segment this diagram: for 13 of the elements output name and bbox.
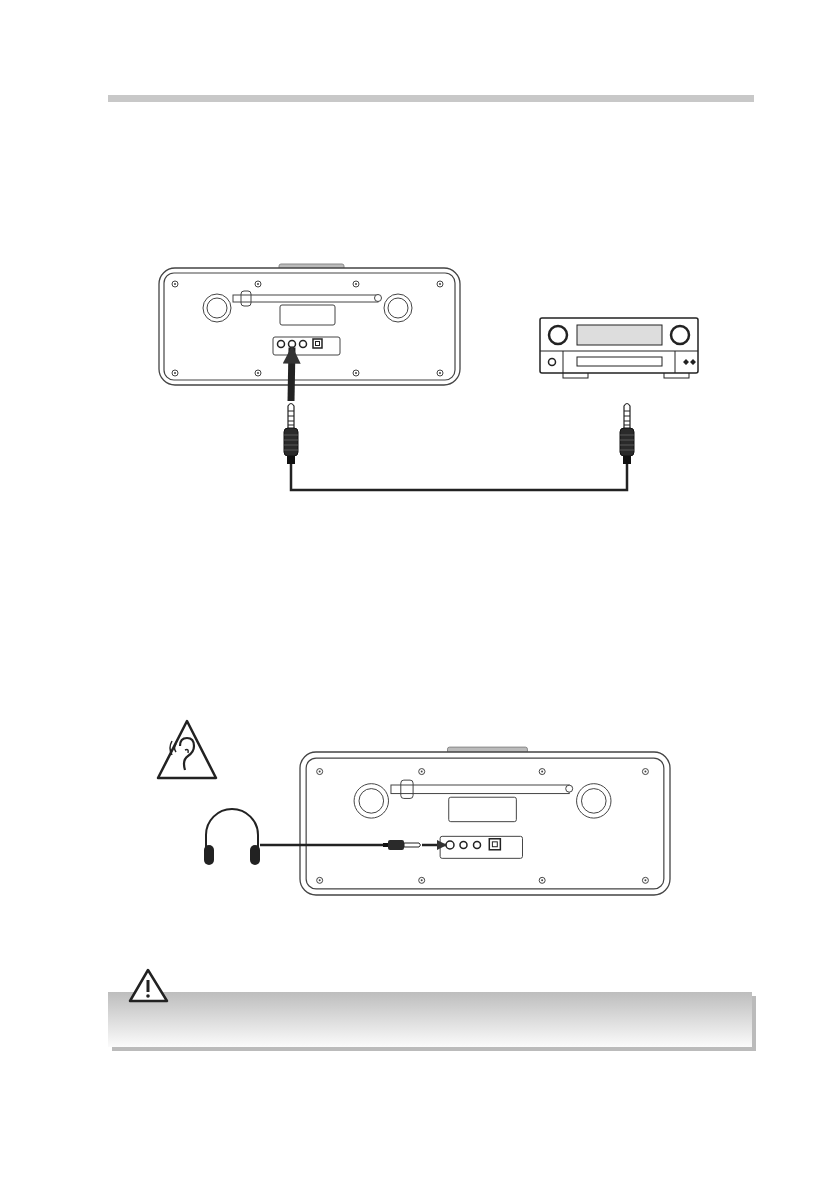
radio-back-drawing bbox=[299, 746, 671, 896]
audio-plug-drawing bbox=[619, 402, 635, 464]
amplifier-drawing bbox=[539, 317, 699, 379]
cable bbox=[289, 464, 629, 492]
arrow bbox=[422, 840, 447, 850]
headphones-icon bbox=[204, 808, 260, 865]
audio-plug-drawing bbox=[383, 840, 421, 850]
radio-back-drawing bbox=[158, 263, 461, 386]
cable bbox=[260, 843, 383, 847]
aux-jack bbox=[287, 339, 297, 349]
arrow bbox=[282, 345, 301, 402]
headphone-jack bbox=[445, 840, 455, 850]
audio-plug-drawing bbox=[283, 402, 299, 464]
